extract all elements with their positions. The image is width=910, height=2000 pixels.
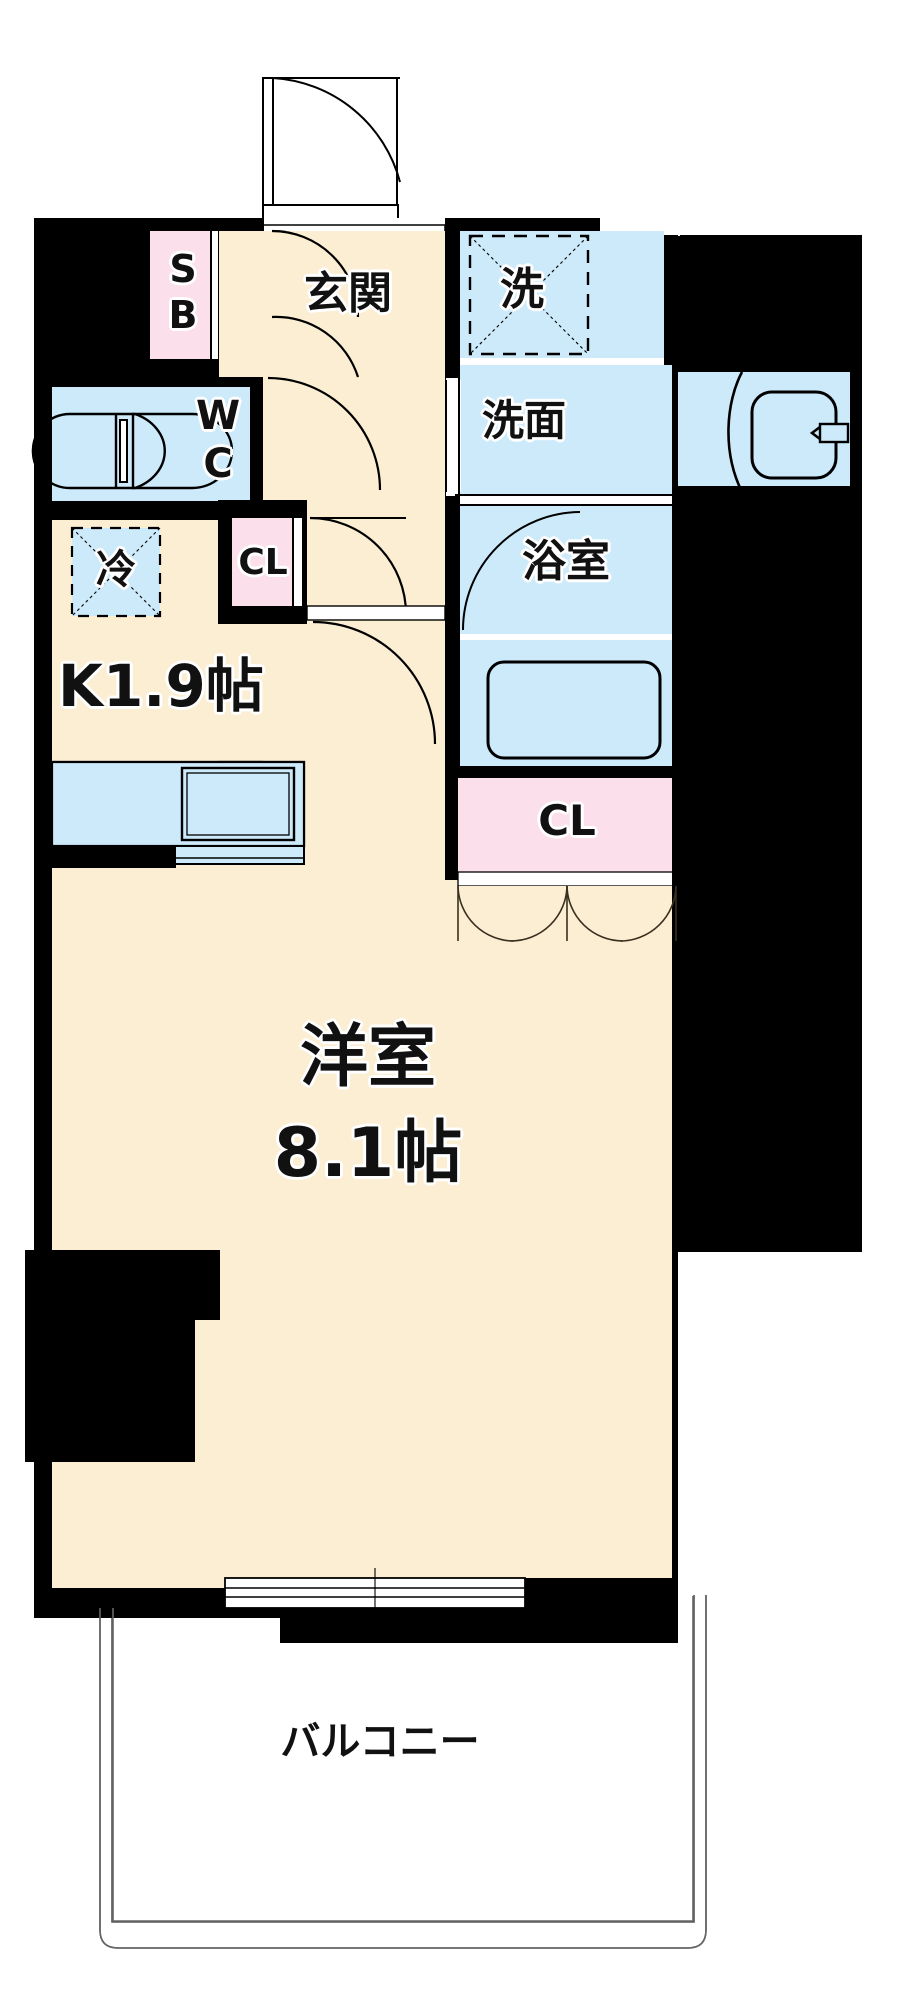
label-bathroom: 浴室 [522, 536, 610, 587]
washbasin-door [445, 380, 461, 492]
label-closet-main: CL [538, 796, 596, 845]
label-fridge: 冷 [96, 547, 136, 593]
entrance-floor [219, 231, 445, 501]
room-entry-door [306, 605, 446, 745]
kitchen-counter-top [50, 760, 306, 868]
hall-door-arc [267, 376, 382, 491]
entrance-door-arcs [271, 229, 360, 378]
label-entrance: 玄関 [304, 268, 392, 319]
right-wet-stack [460, 231, 850, 766]
label-balcony: バルコニー [280, 1719, 480, 1765]
room-floor-top [52, 886, 672, 1586]
bottom-wall-and-window [153, 1568, 678, 1618]
refrigerator-slot [70, 526, 162, 618]
entrance-door [262, 77, 401, 220]
balcony-shape [99, 1596, 707, 1949]
main-closet-door-arcs [457, 885, 677, 942]
label-kitchen: K1.9帖 [58, 652, 264, 720]
wc-room [31, 387, 250, 501]
kitchen-closet-door-arc [309, 516, 408, 615]
main-closet [445, 766, 677, 942]
label-closet-kitchen: CL [238, 542, 288, 583]
label-washbasin: 洗面 [481, 396, 566, 445]
shoe-box-closet [150, 231, 220, 359]
outer-wall-overlay [34, 235, 862, 1643]
kitchen-closet [218, 500, 307, 624]
label-washer: 洗 [500, 264, 544, 315]
balcony-outline [99, 1595, 707, 1949]
bottom-left-column [25, 1250, 220, 1610]
